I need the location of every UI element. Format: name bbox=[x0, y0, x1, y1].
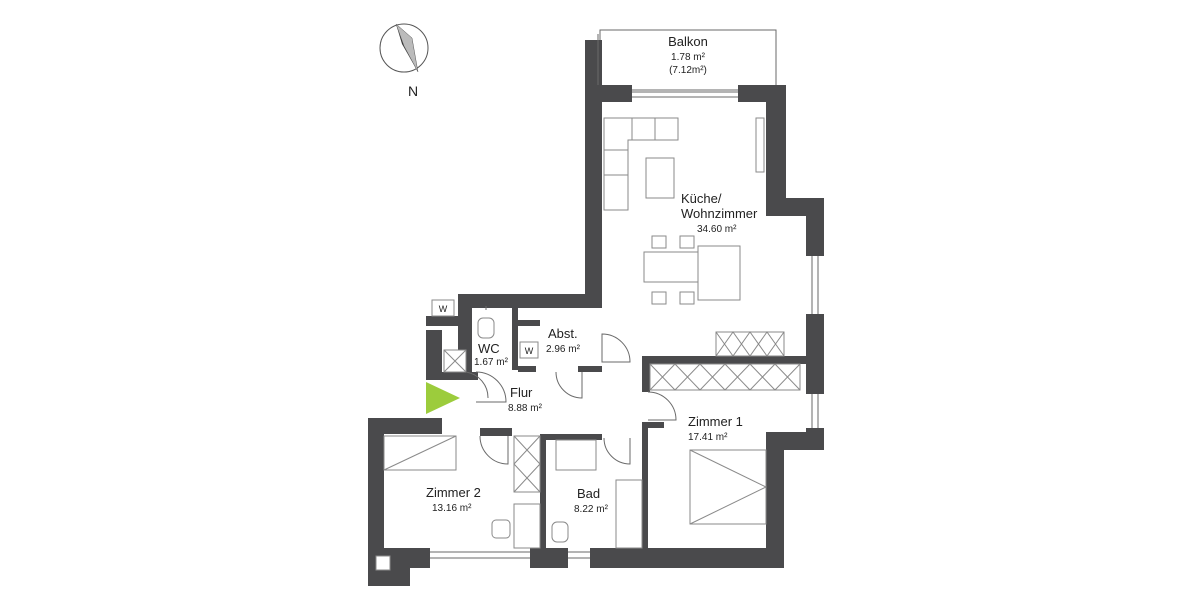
room-area-bad: 8.22 m² bbox=[574, 504, 609, 515]
wall-segment bbox=[578, 366, 602, 372]
shaft-cross bbox=[443, 349, 467, 373]
door-swing bbox=[555, 371, 583, 399]
dining-table bbox=[643, 251, 699, 283]
room-name-kueche: Küche/ bbox=[681, 191, 722, 206]
shower bbox=[615, 479, 643, 549]
compass: N bbox=[379, 23, 429, 99]
wall-segment bbox=[806, 314, 824, 394]
wall-segment bbox=[585, 40, 602, 302]
wall-segment bbox=[585, 85, 632, 102]
wall-segment bbox=[642, 422, 648, 550]
room-area-balkon: 1.78 m² bbox=[671, 52, 706, 63]
room-name-kueche-2: Wohnzimmer bbox=[681, 206, 758, 221]
washer-label: W bbox=[439, 304, 448, 314]
wall-segment bbox=[766, 85, 786, 207]
balcony-door bbox=[755, 117, 765, 173]
room-name-abst: Abst. bbox=[548, 326, 578, 341]
wall-segment bbox=[540, 434, 546, 550]
wall-segment bbox=[648, 548, 784, 568]
furniture: W W bbox=[375, 117, 801, 571]
wall-segment bbox=[426, 330, 442, 380]
wall-segment bbox=[518, 366, 536, 372]
door-swing bbox=[475, 371, 507, 403]
desk bbox=[513, 503, 541, 549]
toilet bbox=[477, 317, 495, 339]
room-name-bad: Bad bbox=[577, 486, 600, 501]
doors bbox=[465, 306, 677, 465]
desk-chair bbox=[491, 519, 511, 539]
chair bbox=[651, 291, 667, 305]
wardrobe bbox=[649, 363, 801, 391]
wall-segment bbox=[546, 434, 602, 440]
room-name-zimmer2: Zimmer 2 bbox=[426, 485, 481, 500]
wall-segment bbox=[766, 432, 784, 568]
room-name-wc: WC bbox=[478, 341, 500, 356]
windows bbox=[430, 34, 819, 559]
wall-segment bbox=[642, 356, 806, 364]
room-area-balkon-total: (7.12m²) bbox=[669, 65, 707, 76]
bed-cross bbox=[383, 435, 457, 471]
wall-segment bbox=[530, 548, 568, 568]
washer bbox=[519, 341, 539, 359]
wall-segment bbox=[806, 198, 824, 256]
room-area-flur: 8.88 m² bbox=[508, 403, 543, 414]
compass-needle-light-icon bbox=[395, 23, 419, 73]
wall-segment bbox=[472, 294, 602, 308]
door-swing bbox=[479, 435, 509, 465]
wall-segment bbox=[480, 428, 512, 436]
room-labels: Balkon 1.78 m² (7.12m²) Küche/ Wohnzimme… bbox=[426, 34, 758, 515]
shaft bbox=[375, 555, 391, 571]
wall-segment bbox=[512, 306, 518, 370]
room-name-zimmer1: Zimmer 1 bbox=[688, 414, 743, 429]
room-area-wc: 1.67 m² bbox=[474, 357, 509, 368]
washer bbox=[431, 299, 455, 317]
room-name-flur: Flur bbox=[510, 385, 533, 400]
wall-segment bbox=[642, 356, 650, 392]
wall-segment bbox=[368, 418, 442, 434]
kitchen-island bbox=[697, 245, 741, 301]
kitchen-counter-cross bbox=[715, 331, 785, 357]
chair bbox=[679, 291, 695, 305]
chair bbox=[651, 235, 667, 249]
door-swing bbox=[603, 437, 631, 465]
entrance-marker-icon bbox=[426, 382, 460, 414]
sofa bbox=[603, 117, 679, 211]
chair bbox=[679, 235, 695, 249]
room-area-zimmer2: 13.16 m² bbox=[432, 503, 472, 514]
room-area-kueche: 34.60 m² bbox=[697, 224, 737, 235]
compass-label: N bbox=[408, 83, 418, 99]
bed-cross bbox=[689, 449, 768, 525]
coffee-table bbox=[645, 157, 675, 199]
bathtub bbox=[555, 439, 597, 471]
toilet bbox=[551, 521, 569, 543]
wall-segment bbox=[590, 548, 650, 568]
room-name-balkon: Balkon bbox=[668, 34, 708, 49]
door-swing bbox=[465, 371, 489, 399]
room-area-abst: 2.96 m² bbox=[546, 344, 581, 355]
wardrobe-cross bbox=[649, 363, 801, 391]
wardrobe bbox=[513, 435, 541, 493]
room-area-zimmer1: 17.41 m² bbox=[688, 432, 728, 443]
wall-segment bbox=[368, 418, 384, 586]
wardrobe-cross bbox=[513, 435, 541, 493]
compass-circle bbox=[379, 23, 429, 73]
door-swing bbox=[647, 391, 677, 421]
wall-segment bbox=[426, 316, 458, 326]
wall-segment bbox=[518, 320, 540, 326]
washer-label: W bbox=[525, 346, 534, 356]
wall-segment bbox=[442, 372, 478, 380]
kitchen-counter bbox=[715, 331, 785, 357]
wall-segment bbox=[642, 422, 664, 428]
door-swing bbox=[601, 333, 631, 363]
bed bbox=[689, 449, 767, 525]
walls bbox=[368, 40, 824, 586]
